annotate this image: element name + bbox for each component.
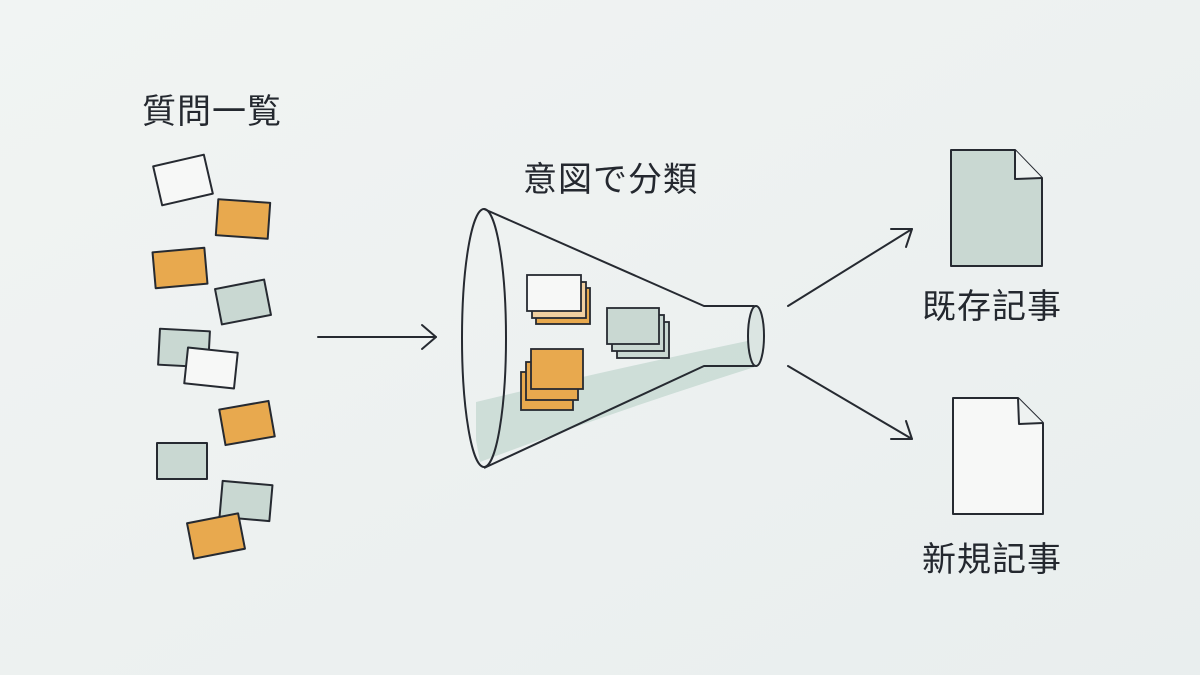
funnel-tint bbox=[476, 340, 758, 462]
question-card bbox=[151, 246, 209, 290]
arrow-right-icon bbox=[787, 365, 913, 440]
classify-label: 意図で分類 bbox=[523, 160, 698, 200]
document-icon bbox=[952, 397, 1044, 515]
funnel-spout-opening bbox=[747, 305, 765, 367]
sorted-stack-sage bbox=[606, 307, 670, 359]
sorted-stack-orange bbox=[520, 348, 584, 411]
question-card bbox=[156, 442, 208, 480]
funnel-mouth bbox=[461, 208, 507, 468]
question-card bbox=[218, 479, 274, 523]
new-article-label: 新規記事 bbox=[922, 540, 1062, 580]
question-card bbox=[218, 399, 276, 447]
arrow-right-icon bbox=[787, 228, 913, 307]
questions-label: 質問一覧 bbox=[142, 92, 282, 132]
question-cards bbox=[151, 153, 276, 560]
question-card bbox=[214, 278, 272, 326]
question-card bbox=[152, 153, 214, 207]
question-card bbox=[183, 346, 239, 390]
funnel-icon bbox=[461, 208, 765, 469]
existing-article-label: 既存記事 bbox=[922, 287, 1062, 327]
question-card bbox=[186, 512, 246, 560]
document-icon bbox=[950, 149, 1043, 267]
question-card bbox=[214, 198, 272, 240]
sorted-stack-white bbox=[526, 274, 591, 325]
arrow-right-icon bbox=[317, 324, 437, 350]
